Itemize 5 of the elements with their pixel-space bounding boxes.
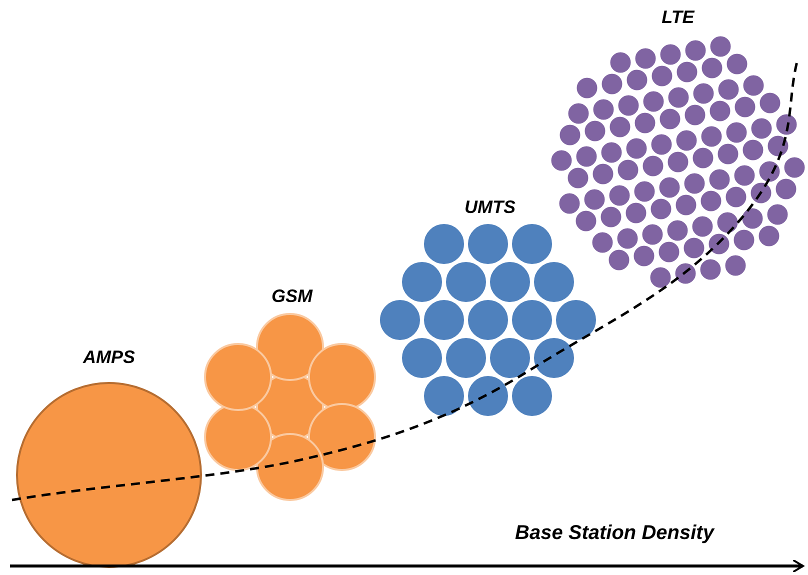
technology-label: LTE (662, 6, 694, 28)
technology-label: GSM (271, 285, 312, 307)
technology-label: UMTS (464, 196, 516, 218)
axis-label: Base Station Density (515, 522, 714, 545)
technology-label: AMPS (82, 346, 135, 368)
